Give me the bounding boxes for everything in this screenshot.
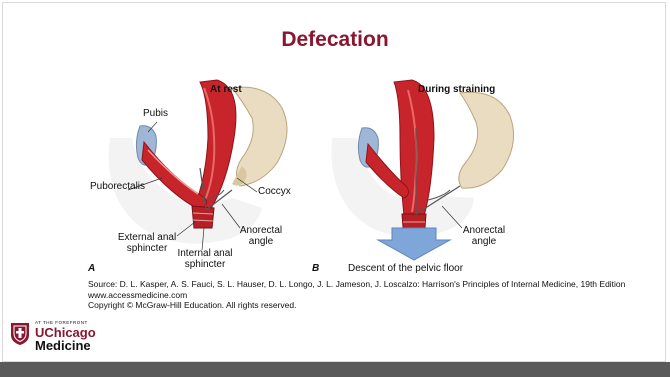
label-descent: Descent of the pelvic floor bbox=[348, 263, 463, 274]
footer-bar bbox=[0, 362, 670, 377]
label-anorectal-angle-a-line2: angle bbox=[236, 236, 286, 247]
label-external-sphincter-line1: External anal bbox=[110, 232, 184, 243]
source-citation: Source: D. L. Kasper, A. S. Fauci, S. L.… bbox=[88, 279, 625, 311]
panel-a-heading: At rest bbox=[210, 84, 242, 95]
slide-title: Defecation bbox=[0, 28, 670, 52]
label-anorectal-angle-a: Anorectal angle bbox=[236, 225, 286, 247]
label-anorectal-angle-b: Anorectal angle bbox=[454, 225, 514, 247]
label-internal-sphincter: Internal anal sphincter bbox=[170, 248, 240, 270]
label-pubis: Pubis bbox=[143, 108, 168, 119]
shield-icon bbox=[10, 322, 30, 346]
panel-b-letter: B bbox=[312, 263, 319, 274]
coccyx-bone-b bbox=[459, 92, 514, 188]
source-url[interactable]: www.accessmedicine.com bbox=[88, 290, 625, 301]
panel-b-heading: During straining bbox=[418, 84, 495, 95]
label-anorectal-angle-b-line2: angle bbox=[454, 236, 514, 247]
label-anorectal-angle-b-line1: Anorectal bbox=[454, 225, 514, 236]
uchicago-medicine-logo: AT THE FOREFRONT UChicago Medicine bbox=[10, 320, 150, 358]
panel-a-letter: A bbox=[88, 263, 95, 274]
label-coccyx: Coccyx bbox=[258, 186, 291, 197]
source-line-1: Source: D. L. Kasper, A. S. Fauci, S. L.… bbox=[88, 279, 625, 290]
label-internal-sphincter-line1: Internal anal bbox=[170, 248, 240, 259]
label-puborectalis: Puborectalis bbox=[90, 181, 145, 192]
label-anorectal-angle-a-line1: Anorectal bbox=[236, 225, 286, 236]
copyright-line: Copyright © McGraw-Hill Education. All r… bbox=[88, 300, 625, 311]
sphincter-a bbox=[192, 206, 214, 228]
anatomy-figure: At rest During straining Pubis Puborecta… bbox=[82, 78, 622, 268]
label-internal-sphincter-line2: sphincter bbox=[170, 259, 240, 270]
logo-subname: Medicine bbox=[35, 339, 91, 352]
